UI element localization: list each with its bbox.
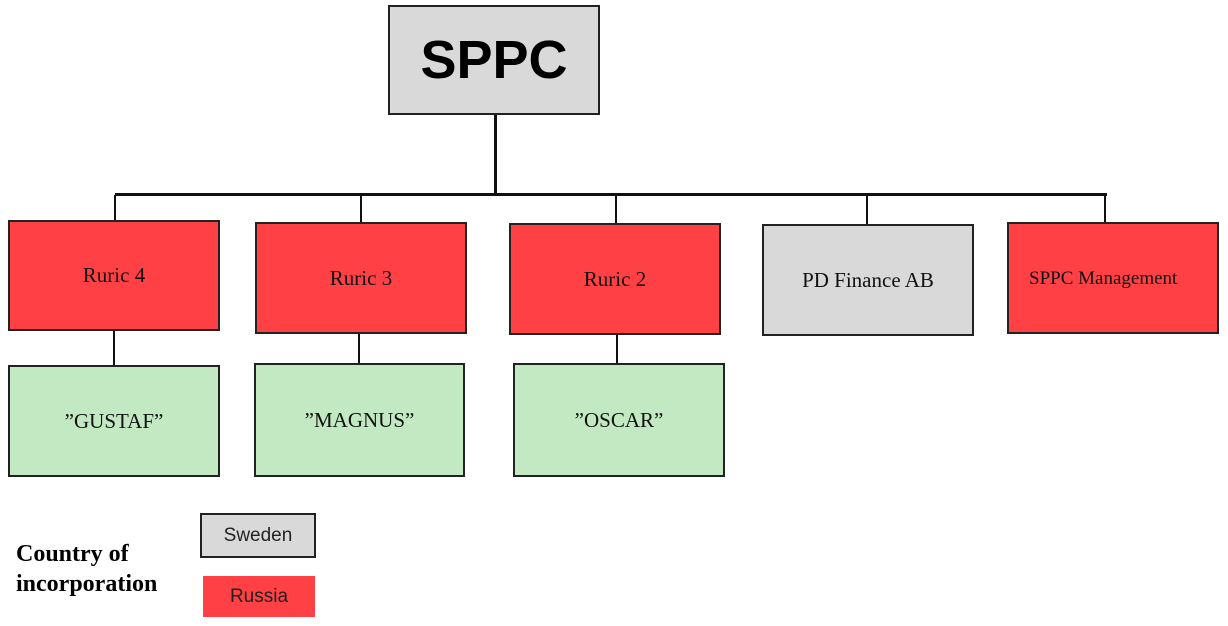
connector-gustaf — [113, 330, 115, 366]
legend-item-russia: Russia — [203, 576, 315, 617]
horizontal-bus-line — [115, 193, 1107, 196]
connector-ruric-3 — [360, 195, 362, 223]
node-sppc-management-label: SPPC Management — [1029, 268, 1178, 289]
root-node-sppc: SPPC — [388, 5, 600, 115]
node-sppc-management: SPPC Management — [1007, 222, 1219, 334]
node-ruric-4: Ruric 4 — [8, 220, 220, 331]
connector-ruric-2 — [615, 195, 617, 223]
node-pd-finance-ab: PD Finance AB — [762, 224, 974, 336]
node-ruric-2: Ruric 2 — [509, 223, 721, 335]
node-magnus: ”MAGNUS” — [254, 363, 465, 477]
node-pd-finance-ab-label: PD Finance AB — [802, 267, 934, 292]
node-magnus-label: ”MAGNUS” — [304, 407, 415, 432]
legend-item-russia-label: Russia — [229, 585, 289, 607]
connector-magnus — [358, 332, 360, 364]
node-ruric-2-label: Ruric 2 — [583, 266, 647, 291]
node-ruric-3: Ruric 3 — [255, 222, 467, 334]
connector-oscar — [616, 334, 618, 364]
connector-ruric-4 — [114, 195, 116, 221]
node-gustaf: ”GUSTAF” — [8, 365, 220, 477]
root-node-label: SPPC — [420, 30, 568, 90]
connector-pd-finance — [866, 195, 868, 225]
node-ruric-3-label: Ruric 3 — [329, 265, 393, 290]
connector-sppc-management — [1104, 195, 1106, 223]
node-oscar-label: ”OSCAR” — [574, 407, 664, 432]
node-oscar: ”OSCAR” — [513, 363, 725, 477]
legend-title: Country of incorporation — [16, 541, 158, 597]
legend-item-sweden-label: Sweden — [223, 524, 293, 546]
root-connector — [494, 114, 497, 195]
node-gustaf-label: ”GUSTAF” — [64, 408, 164, 433]
node-ruric-4-label: Ruric 4 — [82, 263, 146, 287]
legend-item-sweden: Sweden — [200, 513, 316, 558]
